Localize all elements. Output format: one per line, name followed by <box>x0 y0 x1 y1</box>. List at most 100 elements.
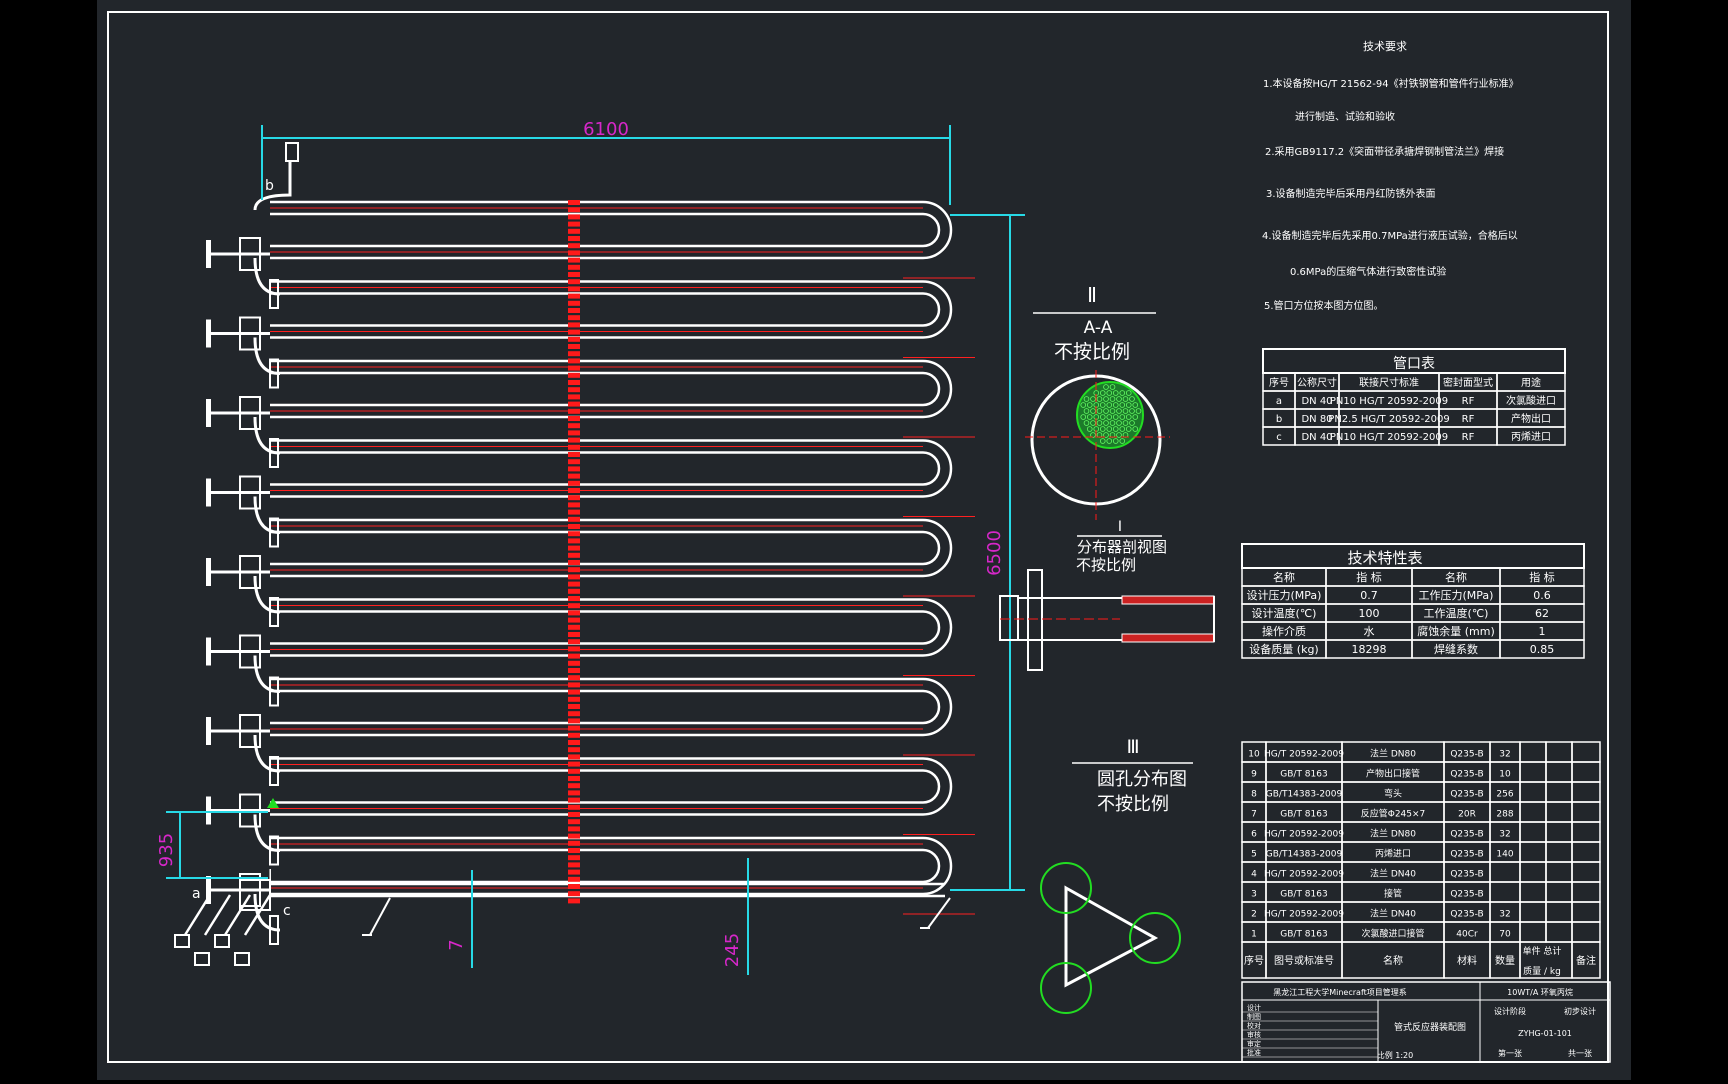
elbow <box>253 814 281 852</box>
viewer-right-margin <box>1631 0 1728 1080</box>
title-block-sheet: 第一张 <box>1498 1048 1522 1058</box>
spec-table-text: 18298 <box>1352 643 1387 656</box>
tube-hole <box>1112 438 1119 444</box>
nozzle-table-text: c <box>1276 432 1282 443</box>
distributor-title: 分布器剖视图 <box>1077 538 1167 556</box>
tube-hole <box>1080 414 1087 420</box>
tee-body <box>239 634 261 669</box>
flange-segment <box>568 257 580 263</box>
flange-segment <box>568 812 580 817</box>
inlet-flange <box>206 399 211 427</box>
spec-table-text: 0.6 <box>1533 589 1551 602</box>
spec-table-text: 工作温度(℃) <box>1424 606 1489 620</box>
tube-hole <box>1099 390 1106 396</box>
tube-hole <box>1129 420 1135 426</box>
nozzle-table-text: RF <box>1462 396 1475 407</box>
flange-segment <box>568 840 580 846</box>
inlet-flange <box>206 796 211 825</box>
spec-table-text: 腐蚀余量 (mm) <box>1417 624 1495 638</box>
bottom-inlet-pipe <box>183 894 212 936</box>
title-block-sheets: 共一张 <box>1568 1049 1592 1058</box>
nozzle-table-text: PN10 HG/T 20592-2009 <box>1330 432 1448 443</box>
parts-table-text: 70 <box>1499 929 1511 939</box>
tube-hole <box>1132 402 1139 408</box>
distributor-flange <box>1027 569 1043 671</box>
parts-header-text: 名称 <box>1383 954 1403 967</box>
flange-segment <box>568 624 580 630</box>
u-tube-inner <box>270 848 941 884</box>
inlet-flange <box>206 558 211 586</box>
tube-hole <box>1112 426 1119 432</box>
parts-table-text: 6 <box>1251 829 1257 839</box>
tech-req-item-2: 2.采用GB9117.2《突面带径承搪焊钢制管法兰》焊接 <box>1265 145 1504 158</box>
flange-segment <box>568 380 580 385</box>
support-foot-right <box>927 897 951 929</box>
flange-segment <box>568 747 580 753</box>
flange-segment <box>568 567 580 573</box>
nozzle-table-text: 丙烯进口 <box>1511 430 1551 443</box>
parts-header-text: 数量 <box>1495 954 1515 967</box>
tube-hole <box>1132 414 1139 420</box>
tube-bundle <box>270 200 975 915</box>
flange-segment <box>568 696 580 702</box>
distributor-tube-bottom <box>1121 633 1215 643</box>
flange-segment <box>568 423 580 429</box>
flange-segment <box>568 898 580 904</box>
flange-segment <box>568 200 580 205</box>
parts-table-text: 10 <box>1499 769 1511 779</box>
nozzle-table-text: 产物出口 <box>1511 412 1551 425</box>
section-aa-view: Ⅱ A-A 不按比例 <box>1025 283 1170 520</box>
tee-body <box>239 475 261 510</box>
tube-hole <box>1106 426 1113 432</box>
distributor-roman: I <box>1118 519 1122 535</box>
flange-segment <box>568 488 580 493</box>
flange-segment <box>568 524 580 529</box>
parts-table-text: GB/T14383-2009 <box>1266 789 1343 799</box>
tube-hole <box>1103 384 1109 390</box>
tech-req-item-5: 5.管口方位按本图方位图。 <box>1264 299 1384 312</box>
nozzle-table-text: 公称尺寸 <box>1297 376 1337 389</box>
flange-segment <box>568 545 580 551</box>
parts-header-weight-label: 质量 / kg <box>1523 965 1561 977</box>
title-block-ratio: 比例 1:20 <box>1377 1050 1414 1060</box>
flange-segment <box>568 300 580 306</box>
tube-hole <box>1109 396 1116 402</box>
u-tube-inner <box>270 530 941 566</box>
parts-table-text: 弯头 <box>1384 787 1402 799</box>
tech-req-item-1: 1.本设备按HG/T 21562-94《衬铁钢管和管件行业标准》 <box>1263 77 1519 90</box>
parts-table-text: 2 <box>1251 909 1257 919</box>
bottom-inlet-flange <box>234 952 250 966</box>
elbow <box>253 337 281 375</box>
parts-table-text: GB/T 8163 <box>1280 889 1327 899</box>
nozzle-table-text: b <box>1276 414 1282 425</box>
flange-segment <box>568 718 580 724</box>
tube-hole <box>1112 402 1119 408</box>
flange-segment <box>568 538 580 544</box>
parts-table-text: HG/T 20592-2009 <box>1264 829 1344 839</box>
outlet-flange <box>269 915 279 945</box>
width-dimension-text: 6100 <box>583 119 629 140</box>
nozzle-table-text: RF <box>1462 432 1475 443</box>
arrow-marker <box>267 798 279 808</box>
flange-segment <box>568 891 580 897</box>
label-a: a <box>192 886 201 902</box>
flange-segment <box>568 516 580 522</box>
elbow <box>253 416 281 455</box>
tube-hole <box>1103 432 1109 438</box>
bottom-inlet-flange <box>194 952 210 966</box>
tube-hole <box>1090 396 1096 402</box>
flange-segment <box>568 329 580 335</box>
tube-hole <box>1135 408 1142 414</box>
tube-hole <box>1116 420 1122 426</box>
flange-segment <box>568 761 580 767</box>
parts-table-text: 4 <box>1251 869 1257 879</box>
parts-table-text: 20R <box>1458 809 1476 819</box>
elbow <box>253 893 281 932</box>
outlet-flange <box>269 756 279 786</box>
flange-segment <box>568 819 580 825</box>
title-block-role: 审定 <box>1247 1039 1261 1048</box>
inlet-flange <box>206 240 211 268</box>
parts-header-cell <box>1571 941 1601 979</box>
